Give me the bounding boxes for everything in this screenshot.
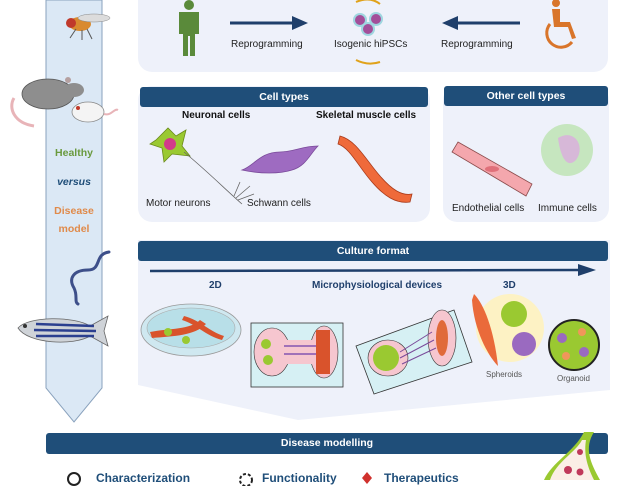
- motor-neuron-icon: [149, 127, 255, 205]
- organoid-icon: [548, 319, 600, 371]
- disease-modelling-header: Disease modelling: [46, 433, 608, 454]
- cell-types-header: Cell types: [140, 87, 428, 107]
- rat-icon: [10, 77, 84, 128]
- left-arrow-icon: [442, 16, 520, 30]
- therapeutics-label: Therapeutics: [384, 471, 459, 485]
- worm-icon: [70, 250, 111, 306]
- isogenic-hipscs-label: Isogenic hiPSCs: [334, 39, 408, 50]
- schwann-cells-label: Schwann cells: [247, 198, 311, 209]
- schwann-cell-icon: [240, 145, 319, 174]
- spheroids-icon: [472, 294, 544, 366]
- motor-neurons-label: Motor neurons: [146, 198, 211, 209]
- immune-cells-label: Immune cells: [538, 203, 597, 214]
- reprogramming-left-label: Reprogramming: [231, 39, 303, 50]
- versus-label: versus: [57, 176, 91, 188]
- microphysiological-device-2-icon: [355, 309, 473, 395]
- healthy-person-icon: [179, 0, 199, 56]
- drug-icon: [362, 472, 372, 484]
- reprogramming-panel: [138, 0, 608, 72]
- right-arrow-icon: [230, 16, 308, 30]
- wheelchair-patient-icon: [545, 0, 576, 49]
- microphysiological-devices-label: Microphysiological devices: [312, 280, 443, 291]
- magnifier-icon: [67, 472, 81, 486]
- hipsc-cluster-icon: [353, 0, 383, 65]
- functionality-label: Functionality: [262, 471, 337, 485]
- culture-2d-label: 2D: [209, 280, 222, 291]
- fruit-fly-icon: [66, 13, 111, 40]
- spheroids-label: Spheroids: [486, 370, 523, 379]
- endothelial-cell-icon: [451, 141, 533, 197]
- disease-label: Disease: [54, 205, 94, 217]
- healthy-label: Healthy: [55, 147, 93, 159]
- skeletal-muscle-heading: Skeletal muscle cells: [316, 110, 417, 121]
- petri-dish-2d-icon: [140, 303, 242, 357]
- microphysiological-device-1-icon: [250, 322, 344, 388]
- culture-format-header: Culture format: [138, 241, 608, 261]
- reprogramming-right-label: Reprogramming: [441, 39, 513, 50]
- mouse-icon: [71, 101, 119, 123]
- gear-icon: [239, 473, 253, 486]
- model-label: model: [58, 223, 90, 235]
- other-cell-types-header: Other cell types: [444, 86, 608, 106]
- culture-3d-label: 3D: [503, 280, 516, 291]
- endothelial-cells-label: Endothelial cells: [452, 203, 525, 214]
- neuronal-cells-heading: Neuronal cells: [182, 110, 251, 121]
- organoid-label: Organoid: [557, 374, 590, 383]
- skeletal-muscle-icon: [337, 135, 413, 203]
- zebrafish-icon: [17, 315, 109, 347]
- culture-progression-arrow: [149, 264, 596, 276]
- neuromuscular-junction-icon: [544, 432, 600, 480]
- immune-cell-icon: [541, 124, 593, 176]
- characterization-label: Characterization: [96, 471, 191, 485]
